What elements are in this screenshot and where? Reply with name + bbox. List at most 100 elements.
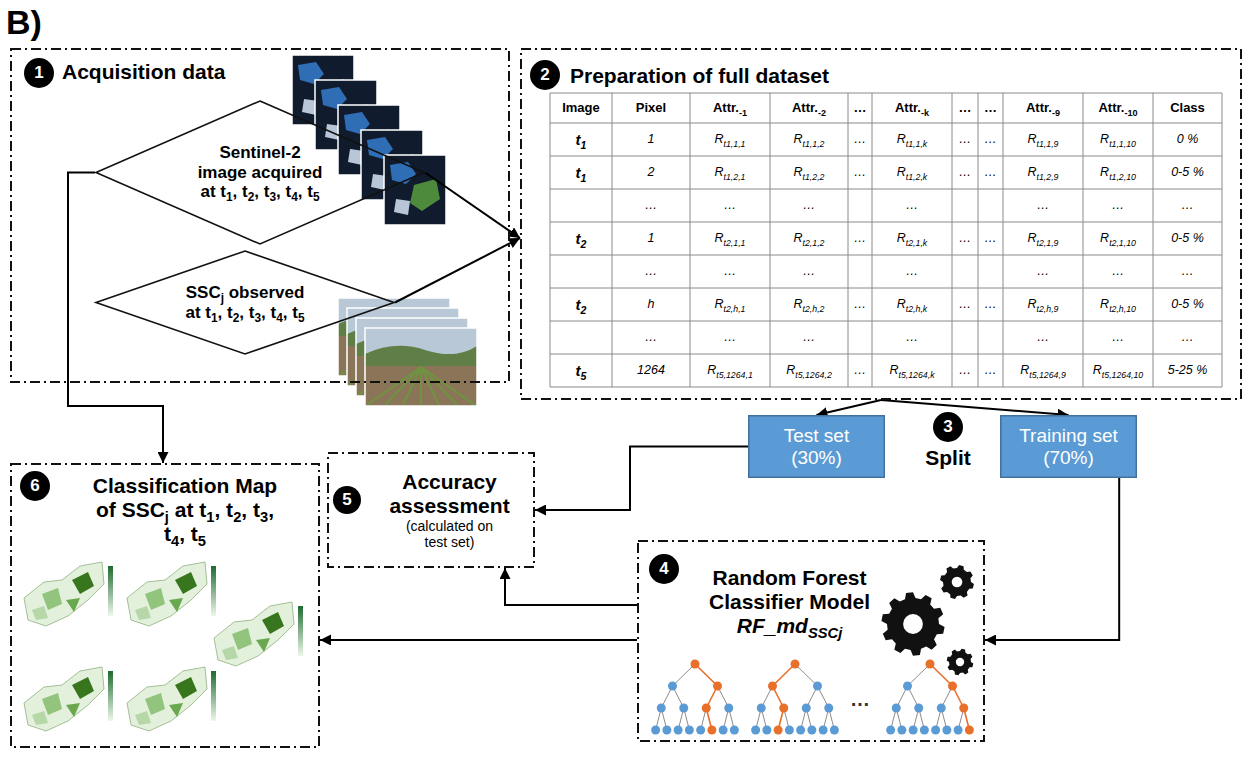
text-run: Attr. xyxy=(1026,100,1052,115)
tree-node xyxy=(679,704,688,713)
grid-line xyxy=(1222,93,1223,387)
node-text: Classification Map of SSCj at t1, t2, t3… xyxy=(85,474,285,546)
grid-line xyxy=(690,93,691,387)
text-run: … xyxy=(906,264,919,278)
table-cell: Image xyxy=(550,93,612,123)
text-run: SSC xyxy=(186,283,221,302)
node-text: Accuracy assessment xyxy=(367,470,532,518)
text-run: t1,1,2 xyxy=(803,139,825,149)
table-cell: Rt5,1264,2 xyxy=(770,354,848,387)
text-run: Attr. xyxy=(895,100,921,115)
step-number: 5 xyxy=(333,486,361,514)
text-run: 5 xyxy=(313,191,320,205)
table-cell: … xyxy=(952,222,978,255)
text-area: 5 xyxy=(333,486,361,514)
map-field xyxy=(169,598,183,612)
table-cell: Rt2,1,k xyxy=(872,222,952,255)
text-run: -9 xyxy=(1052,108,1060,118)
text-run: Training set (70%) xyxy=(1019,425,1118,468)
text-area: Acquisition data xyxy=(62,56,362,88)
decision-tree xyxy=(651,660,739,735)
text-run: … xyxy=(803,264,816,278)
tree-node xyxy=(707,726,716,735)
table-cell: … xyxy=(1003,189,1083,222)
table-cell: Rt2,1,1 xyxy=(690,222,770,255)
node-text: Acquisition data xyxy=(62,60,225,84)
table-cell: Rt2,1,9 xyxy=(1003,222,1083,255)
table-cell: … xyxy=(1153,189,1222,222)
map-field xyxy=(222,646,238,660)
crop-row xyxy=(403,367,421,405)
table-cell: … xyxy=(978,354,1003,387)
table-cell: Rt1,1,9 xyxy=(1003,123,1083,156)
step-number: 4 xyxy=(649,554,679,584)
text-run: … xyxy=(803,330,816,344)
table-cell: … xyxy=(872,255,952,288)
text-run: R xyxy=(1100,231,1109,245)
table-cell: Rt2,h,1 xyxy=(690,288,770,321)
text-run: t5,1264,10 xyxy=(1102,370,1143,380)
text-run: Attr. xyxy=(1098,100,1124,115)
table-cell: … xyxy=(1003,255,1083,288)
text-run: … xyxy=(984,100,997,115)
tree-node xyxy=(909,726,918,735)
text-run: … xyxy=(645,198,658,212)
connector-arrow xyxy=(505,568,637,605)
grid-line xyxy=(550,93,551,387)
text-run: , t xyxy=(239,303,254,322)
table-cell: Rt5,1264,k xyxy=(872,354,952,387)
tree-node xyxy=(965,726,974,735)
vegetation-area xyxy=(410,179,440,211)
map-outline xyxy=(24,562,104,626)
text-run: 4 xyxy=(171,533,179,549)
satellite-images xyxy=(292,55,446,225)
text-run: t5,1264,9 xyxy=(1029,370,1066,380)
table-cell: … xyxy=(770,321,848,354)
decision-diamond: Sentinel-2 image acquired at t1, t2, t3,… xyxy=(95,100,425,245)
tree-node xyxy=(802,704,811,713)
step-number: 2 xyxy=(530,60,560,90)
text-run: Pixel xyxy=(636,100,666,115)
tree-node xyxy=(819,726,828,735)
tree-node xyxy=(796,726,805,735)
table-cell: … xyxy=(848,93,872,123)
text-run: 4 xyxy=(659,559,668,578)
text-run: … xyxy=(645,330,658,344)
node-text: SSCj observed at t1, t2, t3, t4, t5 xyxy=(180,283,310,322)
node-text: Training set (70%) xyxy=(1012,425,1125,469)
table-grid xyxy=(550,93,1222,387)
classification-map xyxy=(127,562,216,626)
text-run: R xyxy=(715,231,724,245)
text-run: t2,h,10 xyxy=(1109,304,1136,314)
table-cell: t1 xyxy=(550,123,612,156)
gear-hole xyxy=(952,577,963,588)
text-run: … xyxy=(854,100,867,115)
crop-row xyxy=(367,367,421,405)
number-disc xyxy=(24,58,54,88)
map-field xyxy=(32,606,48,620)
tree-node xyxy=(954,726,963,735)
map-colour-bar xyxy=(298,606,303,656)
node-text: Preparation of full dataset xyxy=(570,64,829,88)
diamond-border xyxy=(96,101,424,244)
split-box: Test set (30%) xyxy=(748,415,885,478)
crop-row xyxy=(421,367,457,405)
text-run: , t xyxy=(179,522,198,545)
text-run: , t xyxy=(254,182,269,201)
map-field xyxy=(262,612,284,634)
text-run: 5-25 % xyxy=(1168,363,1208,377)
diamond-border xyxy=(96,251,394,354)
text-run: R xyxy=(1028,165,1037,179)
gear-hole xyxy=(956,658,964,666)
text-run: Attr. xyxy=(713,100,739,115)
text-run: -10 xyxy=(1124,108,1137,118)
dashed-border xyxy=(638,541,984,741)
map-field xyxy=(175,677,197,699)
tree-branch xyxy=(695,664,718,686)
text-run: Acquisition data xyxy=(62,60,225,83)
text-run: 0-5 % xyxy=(1171,165,1204,179)
text-area: Accuracy assessment(calculated on test s… xyxy=(367,456,532,564)
text-run: t1,1,10 xyxy=(1109,139,1136,149)
text-run: Image xyxy=(562,100,600,115)
tree-node xyxy=(657,704,666,713)
